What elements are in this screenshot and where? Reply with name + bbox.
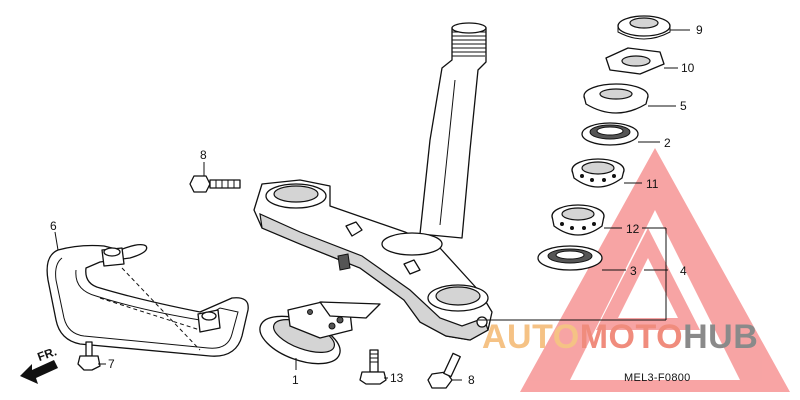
callout-1: 1 [292,373,299,387]
lock-nut-9 [617,15,671,40]
callout-13: 13 [390,371,404,385]
callout-9: 9 [696,23,703,37]
callout-12: 12 [626,222,640,236]
watermark-hub: HUB [683,318,758,356]
callout-10: 10 [681,61,695,75]
callout-3: 3 [630,264,637,278]
callout-5: 5 [680,99,687,113]
brake-hose-guide [46,244,249,357]
callout-6: 6 [50,219,57,233]
callout-11: 11 [646,177,659,191]
diagram-code: MEL3-F0800 [624,372,691,384]
bolt-13 [359,349,387,385]
watermark-auto: AUTO [482,318,580,356]
callout-8-upper: 8 [200,148,207,162]
bolt-7 [77,341,101,371]
watermark-inner-triangle [596,228,700,330]
callout-4: 4 [680,264,687,278]
callout-8-lower: 8 [468,373,475,387]
watermark-text: AUTOMOTOHUB [482,318,758,356]
bolt-8-upper [189,175,241,193]
bearing-12 [551,204,605,236]
callout-2: 2 [664,136,671,150]
dust-seal-3 [537,245,603,271]
front-direction-arrow [20,360,58,384]
callout-7: 7 [108,357,115,371]
watermark-logo [520,148,790,392]
steering-stem [419,22,487,239]
callout-bracket [478,227,668,321]
horn [259,301,381,365]
bearing-11 [571,158,625,188]
bolt-8-lower [427,352,461,389]
adjusting-nut-5 [583,83,649,114]
front-marker-label: FR. [36,344,59,364]
watermark-moto: MOTO [580,318,683,356]
dust-seal-2 [581,122,639,146]
watermark-triangle [520,148,790,392]
lock-washer-10 [605,47,665,75]
bottom-bridge [253,179,493,341]
